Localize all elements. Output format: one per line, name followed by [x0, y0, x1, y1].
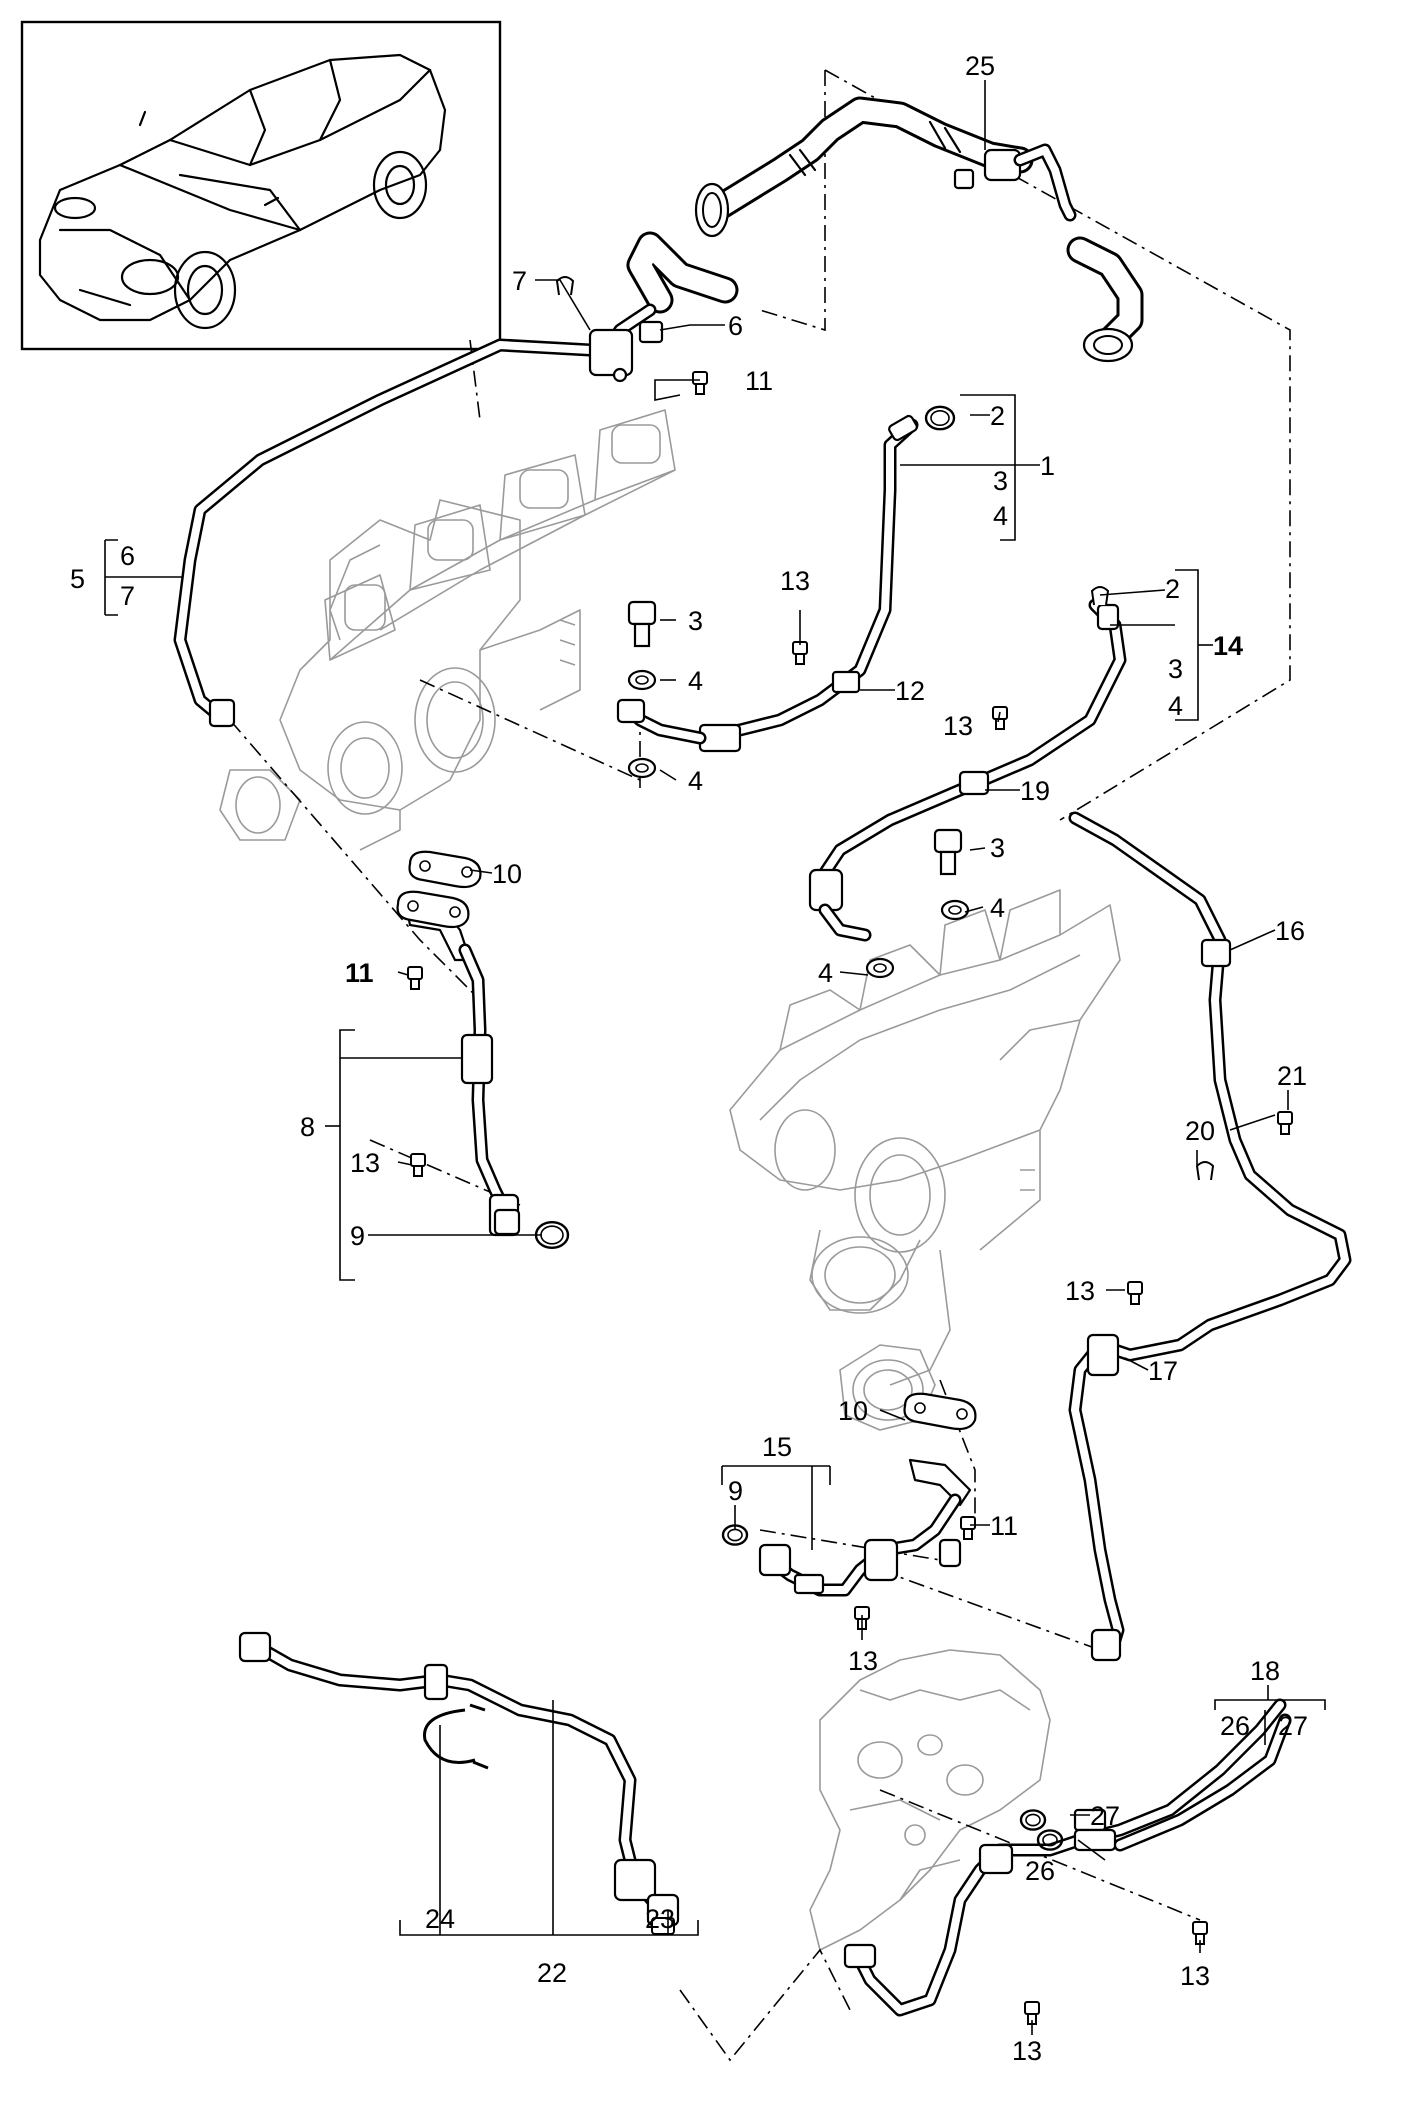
callout-27: 27	[1278, 1711, 1308, 1741]
turbocharger-lower-icon	[774, 1109, 1041, 1431]
callout-13: 13	[350, 1148, 380, 1178]
callout-18: 18	[1250, 1656, 1280, 1686]
callout-9: 9	[728, 1476, 743, 1506]
callout-26: 26	[1025, 1856, 1055, 1886]
callout-12: 12	[895, 676, 925, 706]
car-thumbnail-icon	[38, 53, 447, 330]
callout-7: 7	[120, 581, 135, 611]
callout-6: 6	[728, 311, 743, 341]
callout-4: 4	[688, 766, 703, 796]
bolt-13-icon[interactable]	[792, 641, 808, 665]
bolt-21-icon[interactable]	[1277, 1111, 1293, 1135]
exhaust-manifold-icon	[324, 409, 676, 661]
bolt-13-icon[interactable]	[1192, 1921, 1208, 1945]
oil-line-14[interactable]	[808, 598, 1127, 942]
hardware	[396, 276, 1293, 2025]
callout-3: 3	[993, 466, 1008, 496]
clamp-24-icon[interactable]	[423, 1703, 489, 1770]
callout-23: 23	[645, 1904, 675, 1934]
gasket-10-icon[interactable]	[408, 850, 482, 889]
callout-21: 21	[1277, 1061, 1307, 1091]
callout-10: 10	[492, 859, 522, 889]
oil-line-1[interactable]	[616, 414, 919, 753]
callout-13: 13	[1180, 1961, 1210, 1991]
bolt-13-icon[interactable]	[992, 706, 1008, 730]
callout-7: 7	[512, 266, 527, 296]
callout-5: 5	[70, 564, 85, 594]
clamp-20-icon[interactable]	[1195, 1161, 1215, 1181]
callout-11: 11	[745, 366, 773, 396]
bolt-13-icon[interactable]	[1127, 1281, 1143, 1305]
callout-3: 3	[688, 606, 703, 636]
oil-line-5[interactable]	[173, 338, 597, 728]
seal-ring-26-icon[interactable]	[1036, 1829, 1064, 1851]
callout-2: 2	[1165, 574, 1180, 604]
banjo-bolt-3-icon[interactable]	[933, 828, 963, 876]
callout-25: 25	[965, 51, 995, 81]
callout-4: 4	[990, 893, 1005, 923]
breather-hose-25[interactable]	[694, 96, 1144, 363]
engine-block-icon	[809, 1649, 1051, 1951]
turbocharger-upper-group	[219, 409, 676, 851]
bolt-13-icon[interactable]	[410, 1153, 426, 1177]
exhaust-manifold-lower	[729, 889, 1121, 1191]
callout-13: 13	[1012, 2036, 1042, 2066]
turbocharger-lower-group	[729, 889, 1121, 1431]
callout-4: 4	[818, 958, 833, 988]
bolt-11-icon[interactable]	[692, 371, 708, 395]
bolt-13-icon[interactable]	[1024, 2001, 1040, 2025]
leader-lines	[104, 80, 1326, 2035]
callout-3: 3	[990, 833, 1005, 863]
callout-9: 9	[350, 1221, 365, 1251]
oil-return-line-15[interactable]	[758, 1458, 972, 1597]
turbocharger-icon	[219, 499, 581, 851]
callout-27: 27	[1090, 1801, 1120, 1831]
washer-4-icon[interactable]	[940, 899, 970, 921]
callout-19: 19	[1020, 776, 1050, 806]
callout-15: 15	[762, 1432, 792, 1462]
callout-24: 24	[425, 1904, 455, 1934]
callout-13: 13	[943, 711, 973, 741]
callout-1: 1	[1040, 451, 1055, 481]
callout-4: 4	[1168, 691, 1183, 721]
callout-4: 4	[993, 501, 1008, 531]
callout-10: 10	[838, 1396, 868, 1426]
callout-16: 16	[1275, 916, 1305, 946]
gasket-10-icon[interactable]	[903, 1392, 977, 1431]
callout-17: 17	[1148, 1356, 1178, 1386]
callout-2: 2	[990, 401, 1005, 431]
coolant-pipe-22[interactable]	[238, 1631, 680, 1927]
callout-22: 22	[537, 1958, 567, 1988]
oil-line-8[interactable]	[403, 898, 521, 1237]
callout-14: 14	[1213, 631, 1243, 661]
callout-11: 11	[990, 1511, 1018, 1541]
washer-4-icon[interactable]	[865, 957, 895, 979]
flange-gasket-icon[interactable]	[396, 890, 470, 929]
coolant-hose-16[interactable]	[1068, 811, 1352, 1662]
vehicle-thumbnail[interactable]	[20, 20, 502, 351]
seal-ring-27-icon[interactable]	[1019, 1809, 1047, 1831]
washer-4-icon[interactable]	[627, 669, 657, 691]
coolant-pipe-18[interactable]	[843, 1698, 1292, 2017]
banjo-bolt-3-icon[interactable]	[627, 600, 657, 648]
callout-labels: 25 7 6 11 2 1 3 4 5 6 7 13 3 4 12 4 2 14…	[70, 51, 1308, 2066]
bolt-13-icon[interactable]	[854, 1606, 870, 1630]
callout-6: 6	[120, 541, 135, 571]
callout-20: 20	[1185, 1116, 1215, 1146]
callout-26: 26	[1220, 1711, 1250, 1741]
bolt-11-icon[interactable]	[960, 1516, 976, 1540]
washer-4-icon[interactable]	[627, 757, 657, 779]
callout-3: 3	[1168, 654, 1183, 684]
callout-13: 13	[780, 566, 810, 596]
hose-bracket-upper[interactable]	[588, 231, 739, 383]
clip-2-icon[interactable]	[1090, 586, 1110, 606]
callout-4: 4	[688, 666, 703, 696]
seal-ring-2-icon[interactable]	[924, 405, 956, 431]
callout-13: 13	[848, 1646, 878, 1676]
callout-11: 11	[345, 958, 374, 988]
bolt-11-icon[interactable]	[407, 966, 423, 990]
callout-8: 8	[300, 1112, 315, 1142]
callout-13: 13	[1065, 1276, 1095, 1306]
